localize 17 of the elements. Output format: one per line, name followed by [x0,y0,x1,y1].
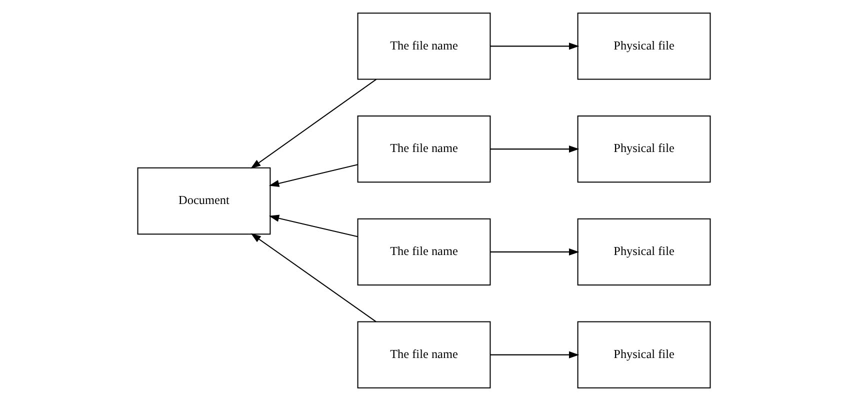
node-box: The file name [356,320,490,388]
node-box: Physical file [576,12,710,80]
arrow [268,214,358,237]
arrow [490,42,579,50]
arrow [490,350,579,358]
node-box: The file name [356,12,490,80]
arrow [250,232,376,322]
node-box: Physical file [576,218,710,286]
arrow [268,164,358,186]
arrow [490,145,579,152]
node-box: Physical file [576,320,710,388]
arrow [250,78,376,168]
node-box: The file name [356,218,490,286]
node-box: Document [136,166,270,234]
node-box: The file name [356,114,490,182]
arrow [490,248,579,255]
node-box: Physical file [576,114,710,182]
